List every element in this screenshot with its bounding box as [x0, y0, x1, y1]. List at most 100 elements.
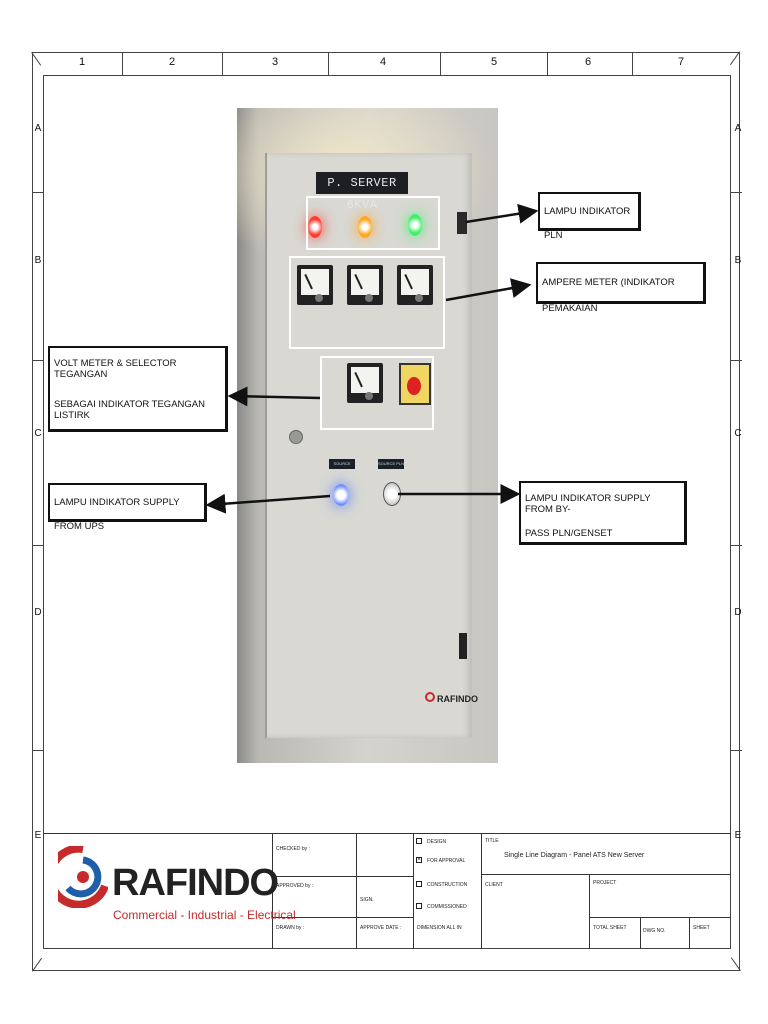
ups-supply-lamp — [333, 484, 349, 506]
row-label: B — [734, 255, 742, 266]
column-divider — [328, 52, 329, 75]
title-label: TITLE — [485, 838, 499, 844]
arrow-ups — [205, 493, 331, 514]
project-label: PROJECT — [593, 880, 617, 886]
volt-meter-highlight — [320, 356, 434, 430]
column-label: 7 — [677, 56, 685, 68]
callout-supply-bypass: LAMPU INDIKATOR SUPPLY FROM BY- PASS PLN… — [519, 481, 687, 545]
construction-checkbox[interactable] — [416, 881, 422, 887]
callout-text: LAMPU INDIKATOR PLN — [544, 206, 631, 241]
titleblock-divider — [481, 874, 731, 875]
panel-switch — [459, 633, 467, 659]
callout-text: PASS PLN/GENSET — [525, 527, 613, 539]
row-divider — [32, 360, 43, 361]
titleblock-divider — [272, 833, 273, 949]
column-label: 6 — [584, 56, 592, 68]
for-approval-label: FOR APPROVAL — [427, 858, 466, 864]
panel-photo: P. SERVER 6KVA SOURCE UPS SOURCE PLN RAF… — [237, 108, 498, 763]
row-label: E — [734, 830, 742, 841]
ampere-meter-t — [397, 265, 433, 305]
volt-meter — [347, 363, 383, 403]
arrow-volt — [227, 386, 321, 407]
row-label: D — [734, 607, 742, 618]
titleblock-divider — [413, 833, 414, 949]
callout-ampere-meter: AMPERE METER (INDIKATOR PEMAKAIAN — [536, 262, 706, 314]
commissioned-label: COMMISSIONED — [427, 904, 467, 910]
row-label: A — [734, 123, 742, 134]
construction-label: CONSTRUCTION — [427, 882, 468, 888]
row-divider — [731, 545, 742, 546]
row-label: B — [34, 255, 42, 266]
callout-volt-meter: VOLT METER & SELECTOR TEGANGAN SEBAGAI I… — [48, 346, 228, 432]
panel-brand: RAFINDO — [437, 694, 478, 704]
total-sheet-label: TOTAL SHEET — [593, 925, 627, 931]
row-divider — [731, 192, 742, 193]
callout-text: VOLT METER & SELECTOR TEGANGAN — [54, 358, 177, 381]
red-indicator-lamp — [308, 216, 322, 238]
checked-by-label: CHECKED by : — [276, 846, 310, 852]
design-checkbox[interactable] — [416, 838, 422, 844]
titleblock-divider — [689, 917, 690, 949]
client-label: CLIENT — [485, 882, 503, 888]
source-ups-label: SOURCE UPS — [329, 459, 355, 476]
approved-by-label: APPROVED by : — [276, 883, 314, 889]
titleblock-divider — [481, 833, 482, 949]
column-label: 2 — [168, 56, 176, 68]
row-label: E — [34, 830, 42, 841]
panel-logo-icon — [425, 692, 435, 702]
callout-text: SEBAGAI INDIKATOR TEGANGAN LISTIRK — [54, 398, 205, 422]
titleblock-divider — [272, 876, 413, 877]
dwg-no-label: DWG NO. — [643, 928, 666, 934]
ampere-meter-s — [347, 265, 383, 305]
arrow-ampere — [445, 278, 532, 302]
row-divider — [32, 192, 43, 193]
column-label: 4 — [379, 56, 387, 68]
row-divider — [731, 750, 742, 751]
design-label: DESIGN — [427, 839, 447, 845]
drawn-by-label: DRAWN by : — [276, 925, 305, 931]
side-latch — [457, 212, 467, 234]
titleblock-divider — [272, 917, 413, 918]
row-label: A — [34, 123, 42, 134]
dimension-label: DIMENSION ALL IN — [417, 925, 462, 931]
approve-date-label: APPROVE DATE : — [360, 925, 402, 931]
column-divider — [122, 52, 123, 75]
sheet-label: SHEET — [693, 925, 710, 931]
voltage-selector-switch — [399, 363, 431, 405]
ampere-meters-highlight — [289, 256, 445, 349]
drawing-title: Single Line Diagram - Panel ATS New Serv… — [504, 852, 645, 859]
column-label: 3 — [271, 56, 279, 68]
column-label: 5 — [490, 56, 498, 68]
column-label: 1 — [78, 56, 86, 68]
key-lock — [289, 430, 303, 444]
arrow-pln — [465, 203, 539, 224]
callout-lampu-pln: LAMPU INDIKATOR PLN — [538, 192, 641, 241]
for-approval-checkbox-checked[interactable]: × — [416, 857, 422, 863]
column-divider — [222, 52, 223, 75]
electrical-panel — [265, 153, 472, 738]
company-tagline: Commercial - Industrial - Electrical — [113, 908, 296, 922]
drawing-outer-frame — [32, 52, 740, 971]
company-name: RAFINDO — [112, 862, 279, 904]
titleblock-divider — [640, 917, 641, 949]
row-label: C — [34, 428, 42, 439]
row-label: C — [734, 428, 742, 439]
pln-lamps-highlight — [306, 196, 440, 250]
callout-text: AMPERE METER (INDIKATOR PEMAKAIAN — [542, 277, 675, 314]
source-pln-label: SOURCE PLN — [378, 459, 404, 469]
titleblock-divider — [589, 917, 731, 918]
row-label: D — [34, 607, 42, 618]
callout-supply-ups: LAMPU INDIKATOR SUPPLY FROM UPS — [48, 483, 207, 532]
column-divider — [440, 52, 441, 75]
panel-nameplate: P. SERVER 6KVA — [316, 172, 408, 212]
commissioned-checkbox[interactable] — [416, 903, 422, 909]
column-divider — [547, 52, 548, 75]
ampere-meter-r — [297, 265, 333, 305]
row-divider — [32, 750, 43, 751]
callout-text: LAMPU INDIKATOR SUPPLY FROM BY- — [525, 493, 651, 516]
amber-indicator-lamp — [358, 216, 372, 238]
titleblock-top-border — [43, 833, 731, 834]
sign-label: SIGN. — [360, 897, 374, 903]
row-divider — [32, 545, 43, 546]
